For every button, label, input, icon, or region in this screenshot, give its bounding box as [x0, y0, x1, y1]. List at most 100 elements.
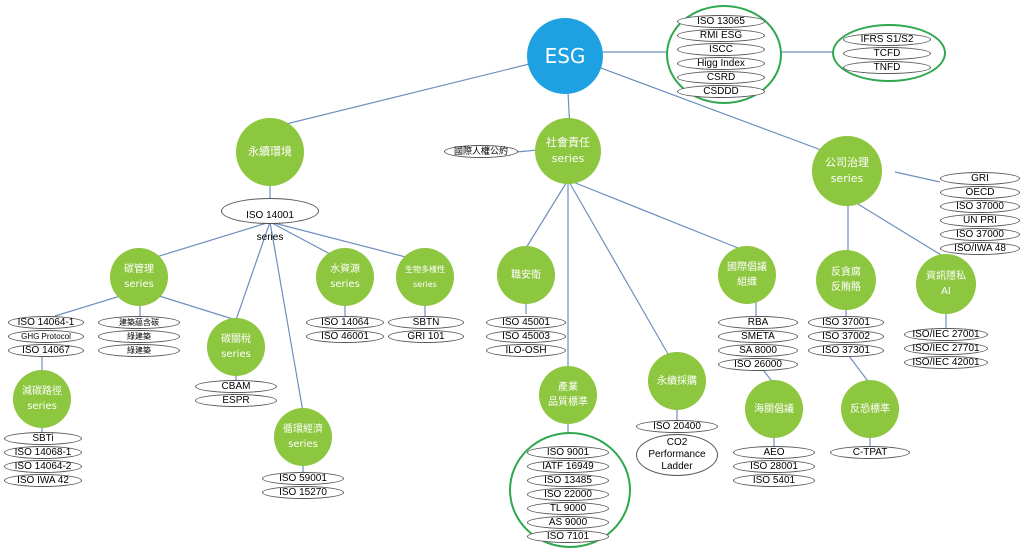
procurement-label: 永續採購 — [657, 375, 697, 387]
building-pill: 綠建築 — [98, 330, 180, 343]
quality-pill: ISO 13485 — [527, 474, 609, 487]
security-node: 資訊隱私 AI — [916, 254, 976, 314]
security-list: ISO/IEC 27001 ISO/IEC 27701 ISO/IEC 4200… — [904, 328, 988, 370]
reduction-pill: SBTi — [4, 432, 82, 445]
anti-corruption-pill: ISO 37001 — [808, 316, 884, 329]
carbon-tax-label: 碳關稅 series — [221, 334, 251, 360]
reduction-pill: ISO 14064-2 — [4, 460, 82, 473]
security-pill: ISO/IEC 27001 — [904, 328, 988, 341]
water-node: 水資源 series — [316, 248, 374, 306]
terror-pill: C-TPAT — [830, 446, 910, 459]
quality-pill: ISO 9001 — [527, 446, 609, 459]
circular-pill: ISO 59001 — [262, 472, 344, 485]
quality-list: ISO 9001 IATF 16949 ISO 13485 ISO 22000 … — [527, 446, 609, 544]
quality-pill: TL 9000 — [527, 502, 609, 515]
intl-pill: ISO 26000 — [718, 358, 798, 371]
carbon-mgmt-list: ISO 14064-1 GHG Protocol ISO 14067 — [8, 316, 84, 358]
circular-node: 循環經濟 series — [274, 408, 332, 466]
security-pill: ISO/IEC 27701 — [904, 342, 988, 355]
biodiversity-label: 生物多樣性 series — [405, 265, 445, 289]
social-label: 社會責任 series — [546, 136, 590, 165]
framework-pill: Higg Index — [677, 57, 765, 70]
customs-pill: ISO 28001 — [733, 460, 815, 473]
terror-list: C-TPAT — [830, 446, 910, 460]
carbon-mgmt-label: 碳管理 series — [124, 264, 154, 290]
social-node: 社會責任 series — [535, 118, 601, 184]
quality-node: 產業 品質標準 — [539, 366, 597, 424]
quality-pill: ISO 22000 — [527, 488, 609, 501]
customs-node: 海關倡議 — [745, 380, 803, 438]
frameworks-list: ISO 13065 RMI ESG ISCC Higg Index CSRD C… — [677, 15, 765, 99]
governance-label: 公司治理 series — [825, 156, 869, 185]
carbon-pill: GHG Protocol — [8, 330, 84, 343]
framework-pill: CSDDD — [677, 85, 765, 98]
procurement-pill: ISO 20400 — [636, 420, 718, 433]
esg-root-node: ESG — [527, 18, 603, 94]
framework-pill: RMI ESG — [677, 29, 765, 42]
safety-pill: ILO-OSH — [486, 344, 566, 357]
water-pill: ISO 14064 — [306, 316, 384, 329]
disclosure-list: IFRS S1/S2 TCFD TNFD — [843, 33, 931, 75]
safety-pill: ISO 45003 — [486, 330, 566, 343]
safety-list: ISO 45001 ISO 45003 ILO-OSH — [486, 316, 566, 358]
customs-label: 海關倡議 — [754, 403, 794, 415]
carbon-pill: ISO 14064-1 — [8, 316, 84, 329]
human-rights-pill: 國際人權公約 — [444, 145, 518, 158]
governance-pill: UN PRI — [940, 214, 1020, 227]
intl-pill: RBA — [718, 316, 798, 329]
governance-node: 公司治理 series — [812, 136, 882, 206]
quality-label: 產業 品質標準 — [548, 382, 588, 408]
governance-pill: ISO 37000 — [940, 228, 1020, 241]
procurement-pill: CO2 Performance Ladder — [636, 434, 718, 476]
procurement-list: ISO 20400 CO2 Performance Ladder — [636, 420, 718, 477]
anti-corruption-node: 反貪腐 反賄賂 — [816, 250, 876, 310]
building-pill: 建築藴含碳 — [98, 316, 180, 329]
security-label: 資訊隱私 AI — [926, 271, 966, 297]
customs-pill: ISO 5401 — [733, 474, 815, 487]
governance-list: GRI OECD ISO 37000 UN PRI ISO 37000 ISO/… — [940, 172, 1020, 256]
environment-node: 永續環境 — [236, 118, 304, 186]
biodiversity-pill: SBTN — [388, 316, 464, 329]
water-pill: ISO 46001 — [306, 330, 384, 343]
intl-pill: SA 8000 — [718, 344, 798, 357]
governance-pill: ISO/IWA 48 — [940, 242, 1020, 255]
safety-node: 職安衛 — [497, 246, 555, 304]
reduction-label: 減碳路徑 series — [22, 386, 62, 412]
carbon-tax-pill: CBAM — [195, 380, 277, 393]
intl-pill: SMETA — [718, 330, 798, 343]
reduction-list: SBTi ISO 14068-1 ISO 14064-2 ISO IWA 42 — [4, 432, 82, 488]
building-pill: 綠建築 — [98, 344, 180, 357]
reduction-pill: ISO IWA 42 — [4, 474, 82, 487]
carbon-tax-list: CBAM ESPR — [195, 380, 277, 408]
governance-pill: ISO 37000 — [940, 200, 1020, 213]
iso14001-series-pill: ISO 14001 series — [221, 198, 319, 243]
framework-pill: CSRD — [677, 71, 765, 84]
disclosure-pill: IFRS S1/S2 — [843, 33, 931, 46]
building-list: 建築藴含碳 綠建築 綠建築 — [98, 316, 180, 358]
intl-list: RBA SMETA SA 8000 ISO 26000 — [718, 316, 798, 372]
safety-pill: ISO 45001 — [486, 316, 566, 329]
terror-label: 反恐標準 — [850, 403, 890, 415]
series-label: series — [256, 232, 284, 243]
anti-corruption-pill: ISO 37002 — [808, 330, 884, 343]
esg-root-label: ESG — [544, 43, 586, 68]
framework-pill: ISO 13065 — [677, 15, 765, 28]
intl-node: 國際倡議 組織 — [718, 246, 776, 304]
terror-node: 反恐標準 — [841, 380, 899, 438]
circular-list: ISO 59001 ISO 15270 — [262, 472, 344, 500]
quality-pill: AS 9000 — [527, 516, 609, 529]
circular-label: 循環經濟 series — [283, 424, 323, 450]
circular-pill: ISO 15270 — [262, 486, 344, 499]
security-pill: ISO/IEC 42001 — [904, 356, 988, 369]
carbon-tax-node: 碳關稅 series — [207, 318, 265, 376]
water-label: 水資源 series — [330, 264, 360, 290]
biodiversity-list: SBTN GRI 101 — [388, 316, 464, 344]
water-list: ISO 14064 ISO 46001 — [306, 316, 384, 344]
safety-label: 職安衛 — [511, 269, 541, 281]
environment-label: 永續環境 — [248, 145, 292, 158]
reduction-pill: ISO 14068-1 — [4, 446, 82, 459]
customs-pill: AEO — [733, 446, 815, 459]
biodiversity-node: 生物多樣性 series — [396, 248, 454, 306]
quality-pill: ISO 7101 — [527, 530, 609, 543]
anti-corruption-pill: ISO 37301 — [808, 344, 884, 357]
